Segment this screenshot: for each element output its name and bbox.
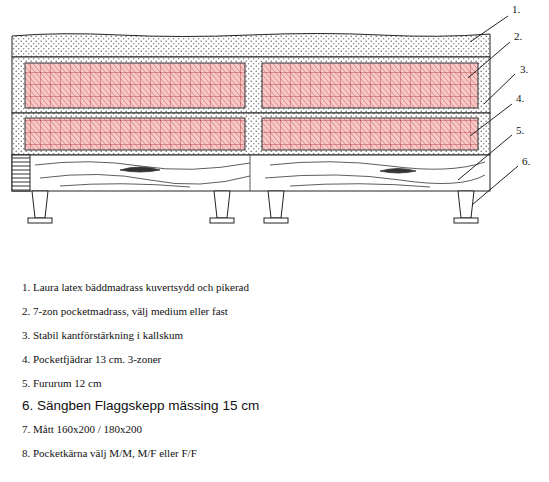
spec-item: 7. Mått 160x200 / 180x200 [22, 423, 142, 435]
callout-number: 4. [516, 92, 524, 104]
spec-item: 5. Fururum 12 cm [22, 377, 101, 389]
spec-item: 1. Laura latex bäddmadrass kuvertsydd oc… [22, 281, 249, 293]
callout-number: 3. [520, 63, 528, 75]
callout-number: 5. [516, 124, 524, 136]
spec-item: 6. Sängben Flaggskepp mässing 15 cm [22, 399, 259, 414]
spec-item: 2. 7-zon pocketmadrass, välj medium elle… [22, 305, 228, 317]
spec-item: 3. Stabil kantförstärkning i kallskum [22, 329, 183, 341]
callout-number: 1. [512, 3, 520, 15]
spec-item: 4. Pocketfjädrar 13 cm. 3-zoner [22, 353, 161, 365]
callout-number: 2. [514, 30, 522, 42]
spec-item: 8. Pocketkärna välj M/M, M/F eller F/F [22, 447, 197, 459]
callout-number: 6. [522, 155, 530, 167]
